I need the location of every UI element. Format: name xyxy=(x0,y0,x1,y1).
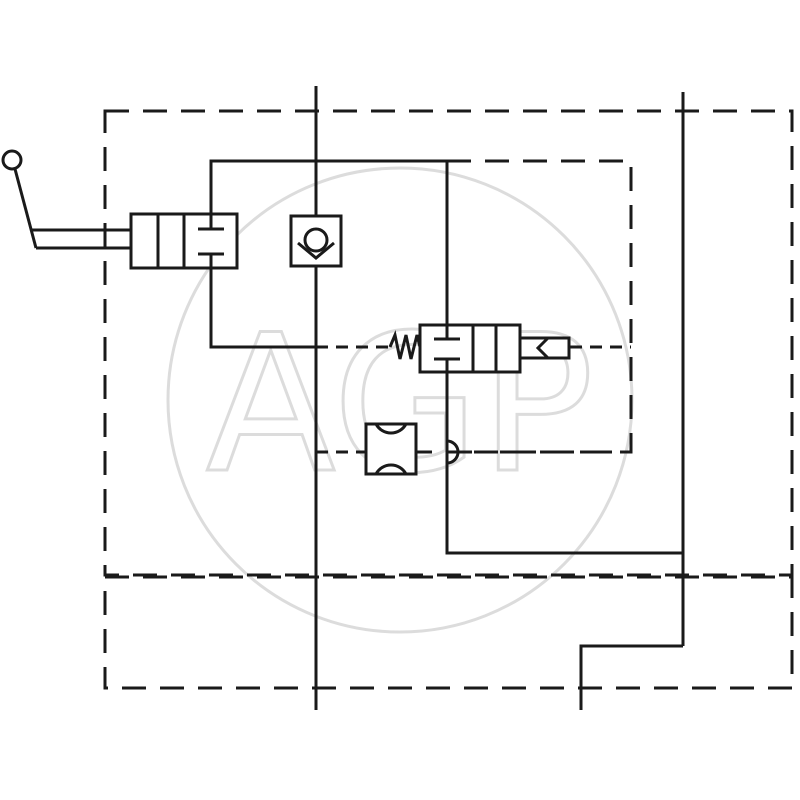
return-outlet xyxy=(579,644,683,710)
main-directional-valve xyxy=(129,212,239,270)
pilot-valve-body xyxy=(418,323,522,374)
lever-arm xyxy=(13,168,38,249)
supply-branch xyxy=(209,159,449,325)
pilot-section-outline xyxy=(447,159,633,454)
pilot-actuator-icon xyxy=(518,336,571,360)
lever-knob-icon xyxy=(1,149,23,171)
lever-rod xyxy=(31,228,131,250)
check-valve-body xyxy=(289,214,343,268)
line-crossover-icon xyxy=(446,439,460,465)
tank-branch xyxy=(445,372,683,555)
watermark-text: AGP xyxy=(206,294,594,515)
lever-actuator xyxy=(1,149,131,250)
check-seat-icon xyxy=(297,241,335,260)
main-lines xyxy=(209,86,685,710)
shuttle-valve xyxy=(364,422,631,476)
spring-icon xyxy=(388,329,422,360)
shuttle-orifice-bottom-icon xyxy=(374,463,408,475)
pilot-blocked-top-icon xyxy=(434,325,460,341)
check-ball-icon xyxy=(303,227,329,253)
shuttle-orifice-top-icon xyxy=(374,423,408,435)
blocked-port-bottom-icon xyxy=(198,252,224,268)
check-valve xyxy=(289,214,343,268)
housing-outlines xyxy=(103,109,794,690)
blocked-port-top-icon xyxy=(198,214,224,231)
agp-watermark: AGP xyxy=(166,166,634,634)
lower-housing-outline xyxy=(103,575,794,690)
work-port-line xyxy=(209,268,316,349)
pilot-arrow-icon xyxy=(535,336,550,360)
upper-housing-outline xyxy=(103,109,794,577)
pilot-blocked-bottom-icon xyxy=(434,357,460,372)
pilot-operated-valve xyxy=(388,323,571,374)
